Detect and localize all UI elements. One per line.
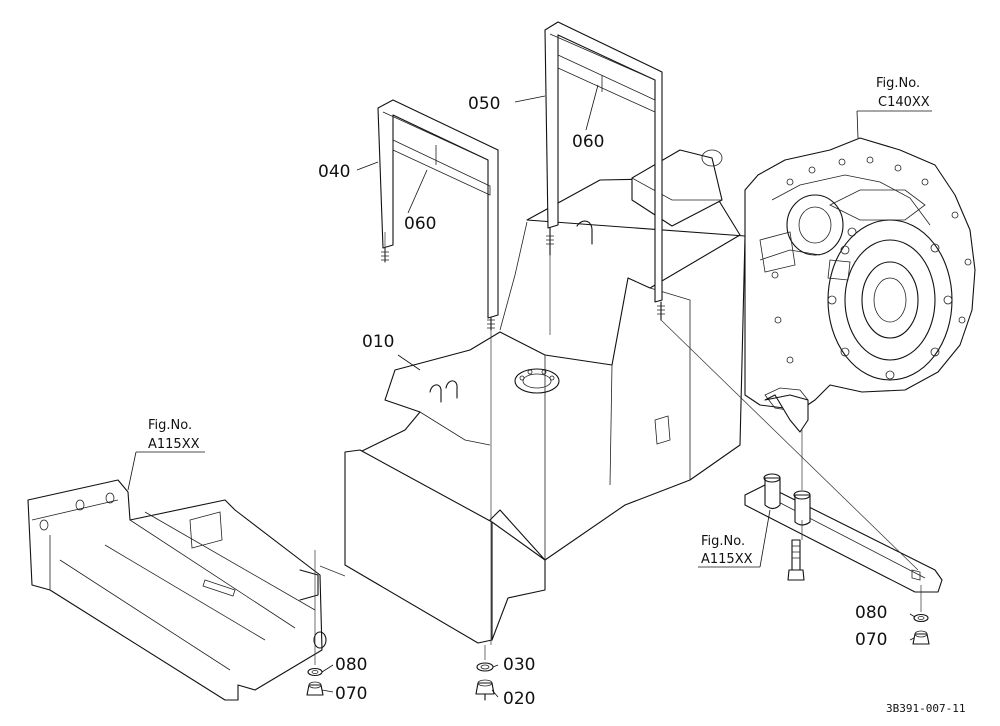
- figure-references: Fig.No. C140XX Fig.No. A115XX Fig.No. A1…: [148, 76, 930, 567]
- label-010: 010: [362, 332, 394, 352]
- label-020: 020: [503, 689, 535, 709]
- step-bracket-left: [27, 479, 327, 701]
- figref-step-left-line1: Fig.No.: [148, 418, 192, 433]
- figref-step-right-line1: Fig.No.: [701, 534, 745, 549]
- figref-step-right-line2: A115XX: [701, 552, 753, 567]
- leader-lines: [127, 84, 932, 698]
- label-080-right: 080: [855, 603, 887, 623]
- hardware-right-080-070: [912, 613, 930, 645]
- label-050: 050: [468, 94, 500, 114]
- tank-strap-040: [377, 99, 499, 331]
- label-040: 040: [318, 162, 350, 182]
- label-070-left: 070: [335, 684, 367, 704]
- figref-transmission-line2: C140XX: [878, 95, 930, 110]
- drawing-code: 3B391-007-11: [886, 702, 965, 715]
- step-bracket-right: [744, 394, 943, 593]
- hardware-center-030-020: [475, 662, 495, 701]
- transmission-housing: [744, 137, 976, 413]
- tank-strap-050: [544, 21, 665, 321]
- label-080-left: 080: [335, 655, 367, 675]
- part-labels: 050 040 060 060 010 080 070 030 020 080 …: [318, 94, 887, 709]
- figref-transmission-line1: Fig.No.: [876, 76, 920, 91]
- label-060-right: 060: [572, 132, 604, 152]
- fuel-tank: [344, 149, 746, 644]
- figref-step-left-line2: A115XX: [148, 437, 200, 452]
- label-070-right: 070: [855, 630, 887, 650]
- label-030: 030: [503, 655, 535, 675]
- assembly-lines: [314, 232, 922, 665]
- hardware-left-080-070: [306, 667, 324, 696]
- label-060-left: 060: [404, 214, 436, 234]
